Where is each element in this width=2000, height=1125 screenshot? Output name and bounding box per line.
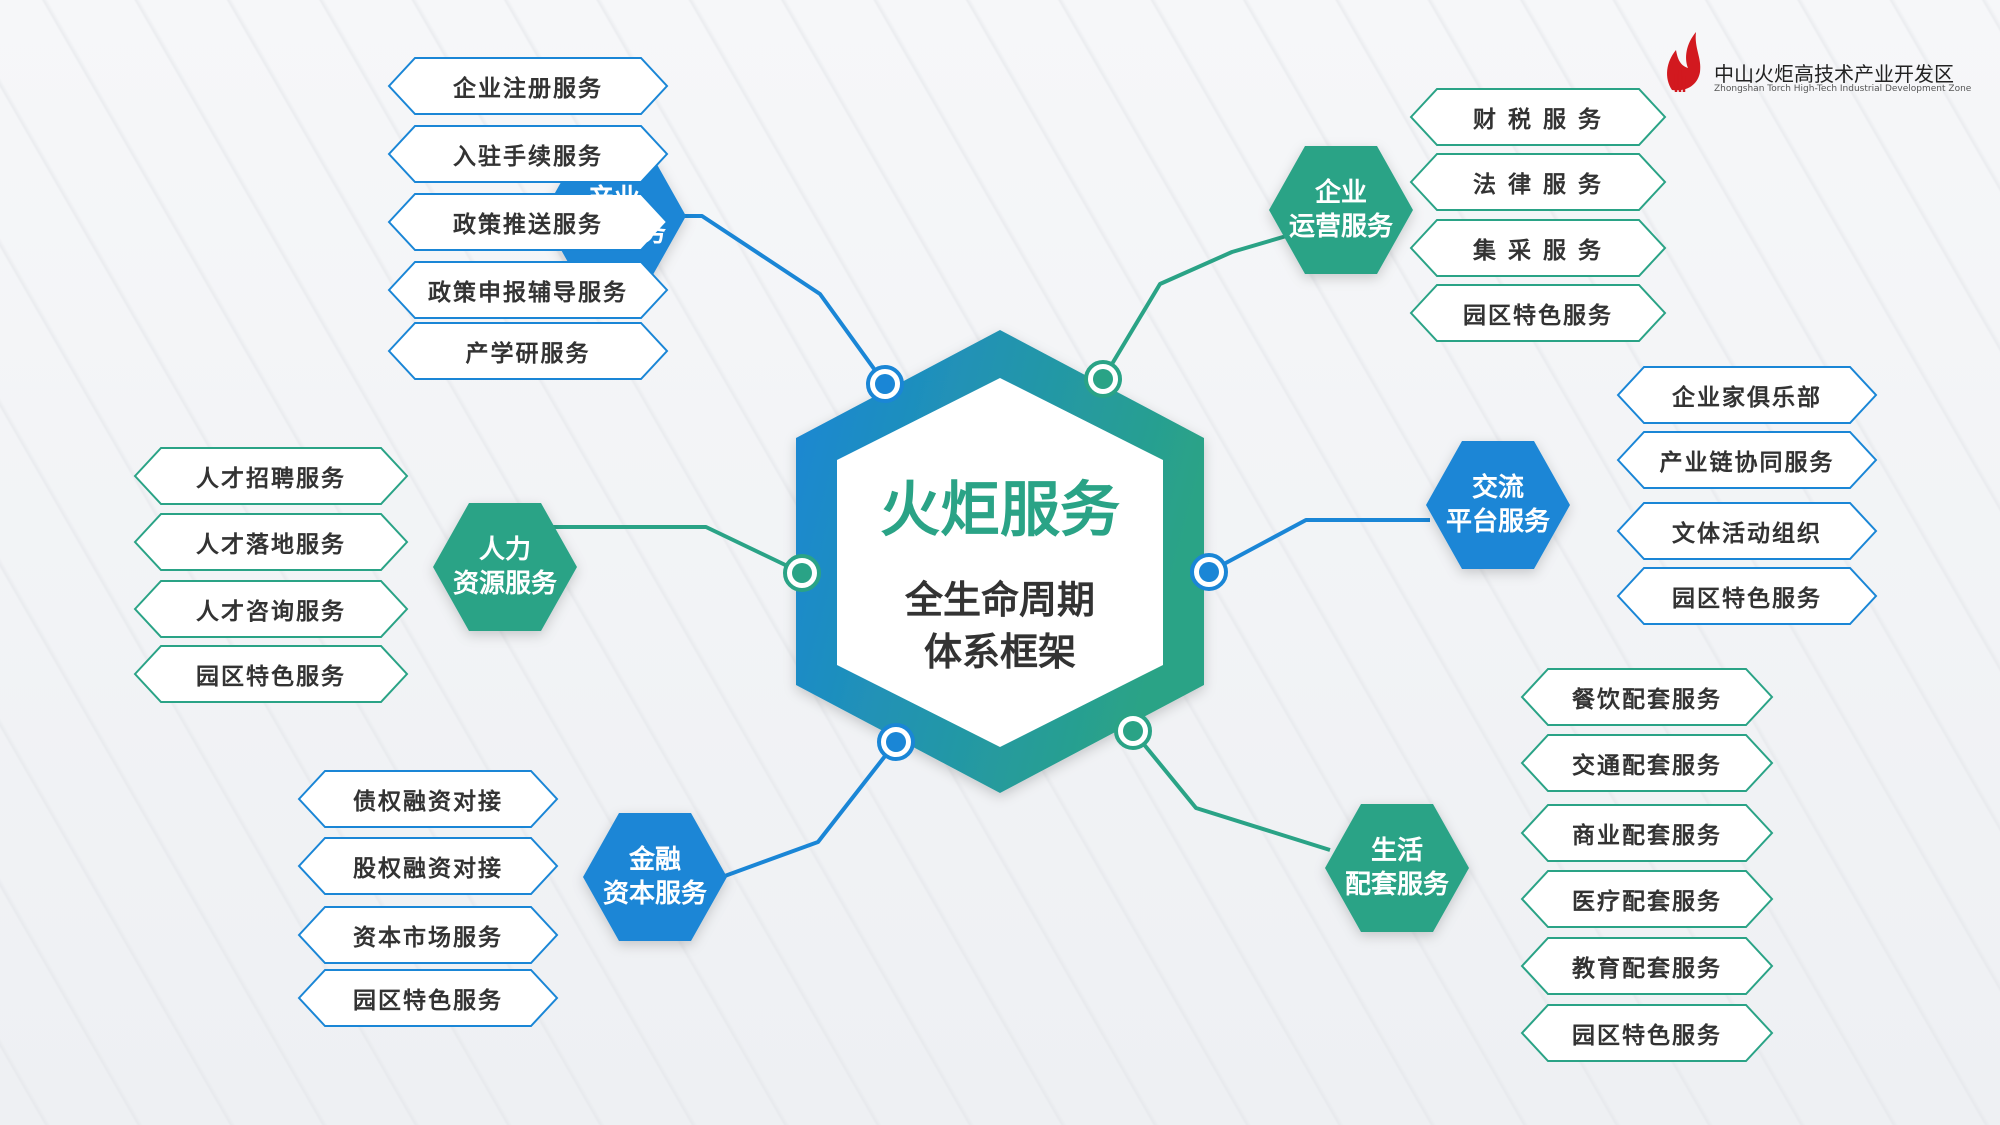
service-tag-talent[interactable] [133,580,409,638]
connector-life [1131,729,1331,852]
category-hex-platform[interactable] [1426,441,1570,569]
zone-name-en: Zhongshan Torch High-Tech Industrial Dev… [1714,84,1972,94]
service-tag-life[interactable] [1520,668,1774,726]
service-tag-life[interactable] [1520,937,1774,995]
category-hex-life[interactable] [1325,804,1469,932]
node-industry-dot [875,374,895,394]
zone-logo: 中山火炬高技术产业开发区 Zhongshan Torch High-Tech I… [1658,28,1988,98]
service-tag-operation[interactable] [1409,88,1667,146]
service-tag-platform[interactable] [1616,502,1878,560]
node-operation-dot [1093,369,1113,389]
service-tag-talent[interactable] [133,447,409,505]
service-tag-industry[interactable] [387,125,669,183]
category-hex-finance[interactable] [583,813,727,941]
center-hexagon [796,330,1204,793]
service-tag-finance[interactable] [297,969,559,1027]
service-tag-finance[interactable] [297,770,559,828]
service-tag-talent[interactable] [133,513,409,571]
connector-industry [680,214,887,386]
service-tag-operation[interactable] [1409,219,1667,277]
category-hex-operation[interactable] [1269,146,1413,274]
connector-finance [721,740,898,879]
torch-logo-icon [1667,32,1701,92]
node-finance-dot [886,732,906,752]
category-hex-talent[interactable] [433,503,577,631]
service-tag-industry[interactable] [387,322,669,380]
service-tag-platform[interactable] [1616,431,1878,489]
connector-operation [1101,230,1301,381]
service-tag-life[interactable] [1520,734,1774,792]
service-tag-talent[interactable] [133,645,409,703]
service-tag-industry[interactable] [387,193,669,251]
service-tag-life[interactable] [1520,1004,1774,1062]
service-tag-industry[interactable] [387,261,669,319]
node-talent-dot [792,563,812,583]
service-tag-life[interactable] [1520,870,1774,928]
service-tag-platform[interactable] [1616,366,1878,424]
connector-platform [1208,518,1430,574]
service-tag-industry[interactable] [387,57,669,115]
zone-name-cn: 中山火炬高技术产业开发区 [1714,62,1954,86]
service-tag-finance[interactable] [297,837,559,895]
service-tag-life[interactable] [1520,804,1774,862]
connector-talent [545,525,803,575]
service-tag-operation[interactable] [1409,284,1667,342]
service-tag-finance[interactable] [297,906,559,964]
service-tag-platform[interactable] [1616,567,1878,625]
node-life-dot [1123,721,1143,741]
service-tag-operation[interactable] [1409,153,1667,211]
node-platform-dot [1199,562,1219,582]
